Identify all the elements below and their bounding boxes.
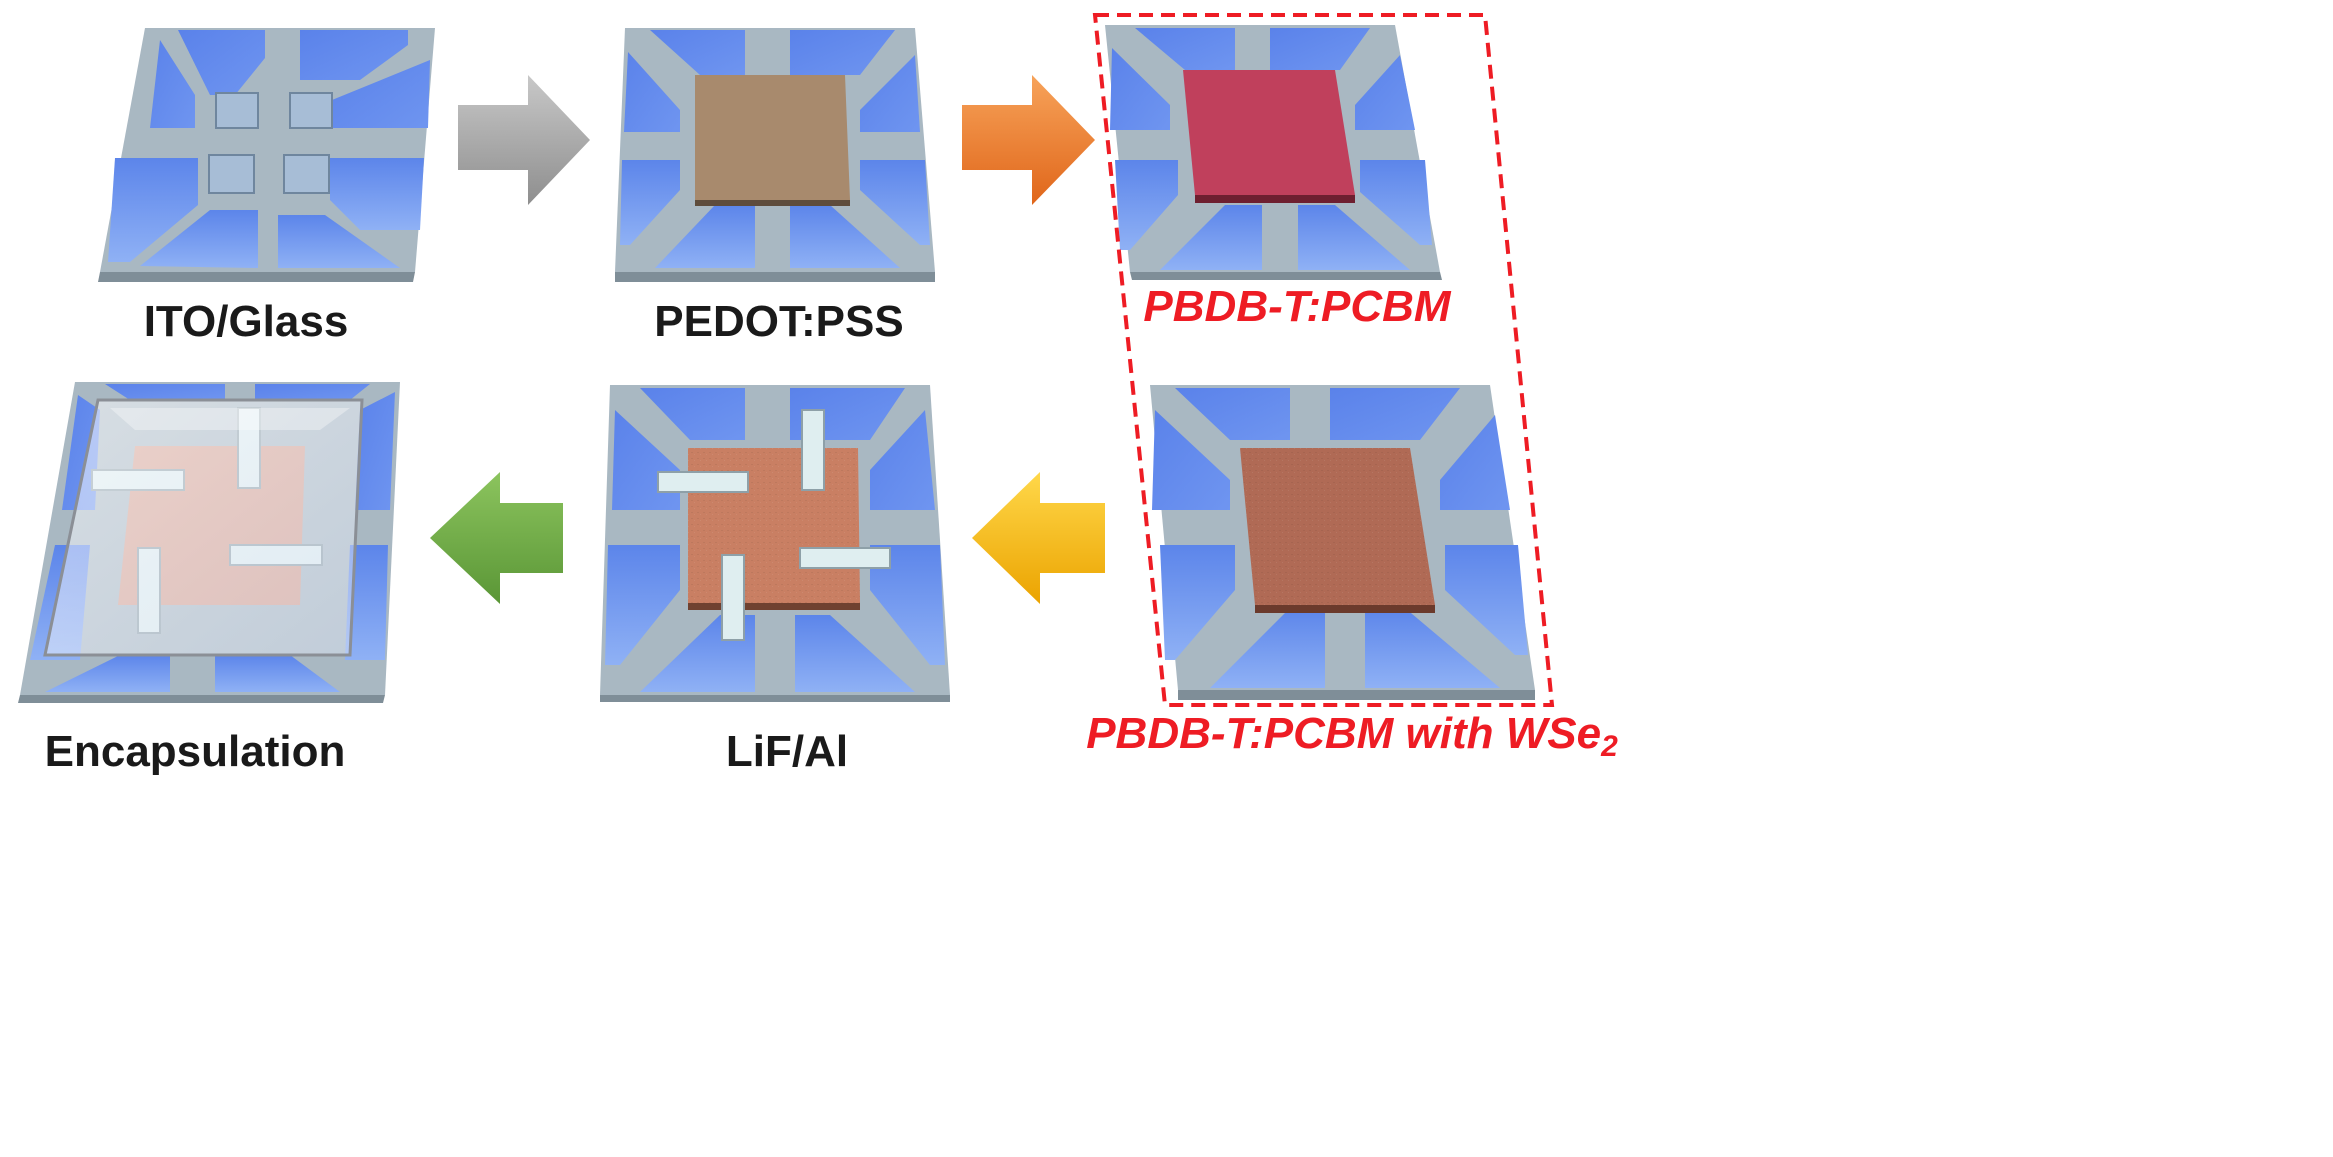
ito-pad xyxy=(1210,608,1325,688)
ito-pad xyxy=(1298,205,1410,270)
ito-pad xyxy=(860,160,930,245)
substrate-edge xyxy=(615,272,935,282)
arrow-right-orange xyxy=(962,75,1095,205)
label-wse2-subscript: 2 xyxy=(1601,730,1618,763)
ito-pad xyxy=(355,392,395,510)
ito-pad xyxy=(605,545,680,665)
substrate-edge xyxy=(1178,690,1535,700)
ito-pad xyxy=(45,655,170,692)
active-layer xyxy=(1183,70,1355,195)
ito-pad xyxy=(1135,28,1235,70)
ito-pad xyxy=(1175,388,1290,440)
panel-ito-glass xyxy=(98,28,435,282)
ito-pad xyxy=(140,210,258,268)
arrow-right-gray xyxy=(458,75,590,205)
electrode-strip xyxy=(799,547,891,569)
label-pbdb-t-pcbm-wse2-main: PBDB-T:PCBM with WSe xyxy=(1086,709,1602,758)
ito-pad xyxy=(215,655,340,692)
substrate-edge xyxy=(1130,272,1442,280)
panel-encapsulation xyxy=(18,382,400,703)
ito-pad xyxy=(1360,160,1432,245)
ito-pad xyxy=(1330,388,1460,440)
ito-square xyxy=(283,154,330,194)
label-pbdb-t-pcbm: PBDB-T:PCBM xyxy=(1143,282,1451,331)
ito-pad xyxy=(870,410,935,510)
active-layer-edge xyxy=(688,603,860,610)
ito-pad xyxy=(1152,410,1230,510)
panel-pbdb-t-pcbm-wse2 xyxy=(1150,385,1535,700)
pedot-layer xyxy=(695,75,850,200)
ito-pad xyxy=(1115,160,1178,250)
label-ito-glass: ITO/Glass xyxy=(143,297,349,346)
ito-pad xyxy=(108,158,198,262)
label-encapsulation: Encapsulation xyxy=(44,727,346,776)
ito-square xyxy=(289,92,333,129)
ito-pad xyxy=(655,205,755,268)
ito-pad xyxy=(1440,415,1510,510)
ito-pad xyxy=(332,60,430,128)
label-pedot-pss: PEDOT:PSS xyxy=(654,297,904,346)
ito-pad xyxy=(640,388,745,440)
ito-pad xyxy=(795,615,915,692)
ito-pad xyxy=(1270,28,1370,70)
ito-pad xyxy=(178,30,265,95)
ito-pad xyxy=(790,30,895,75)
ito-pad xyxy=(650,30,745,75)
substrate-edge xyxy=(98,272,415,282)
arrow-left-yellow xyxy=(972,472,1105,604)
ito-pad xyxy=(330,158,424,230)
ito-pad xyxy=(1445,545,1528,655)
ito-pad xyxy=(1160,545,1235,660)
ito-pad xyxy=(1355,55,1415,130)
ito-square xyxy=(215,92,259,129)
ito-pad xyxy=(1160,205,1262,270)
glass-cover-top xyxy=(110,408,350,430)
electrode-strip xyxy=(657,471,749,493)
label-pbdb-t-pcbm-wse2: PBDB-T:PCBM with WSe2 xyxy=(1086,712,1618,762)
ito-pad xyxy=(278,215,400,268)
electrode-strip xyxy=(801,409,825,491)
label-lif-al: LiF/Al xyxy=(725,727,849,776)
ito-pad xyxy=(790,205,900,268)
panel-pedot-pss xyxy=(615,28,935,282)
active-layer-wse2-edge xyxy=(1255,605,1435,613)
panel-pbdb-t-pcbm xyxy=(1105,25,1442,280)
ito-pad xyxy=(860,55,920,132)
electrode-strip xyxy=(721,554,745,641)
ito-pad xyxy=(150,40,195,128)
ito-square xyxy=(208,154,255,194)
arrow-left-green xyxy=(430,472,563,604)
active-layer-wse2-texture xyxy=(1240,448,1435,605)
ito-pad xyxy=(345,545,388,660)
ito-pad xyxy=(870,545,945,665)
ito-pad xyxy=(620,160,680,245)
panel-lif-al xyxy=(600,385,950,702)
substrate-edge xyxy=(600,695,950,702)
substrate-edge xyxy=(18,695,385,703)
pedot-layer-edge xyxy=(695,200,850,206)
ito-pad xyxy=(624,52,680,132)
highlight-dashed-box xyxy=(1092,13,1555,707)
ito-pad xyxy=(1365,608,1500,688)
ito-pad xyxy=(300,30,408,80)
glass-cover xyxy=(43,398,364,657)
ito-pad xyxy=(1110,48,1170,130)
active-layer-edge xyxy=(1195,195,1355,203)
ito-pad xyxy=(255,384,370,400)
ito-pad xyxy=(105,384,225,400)
